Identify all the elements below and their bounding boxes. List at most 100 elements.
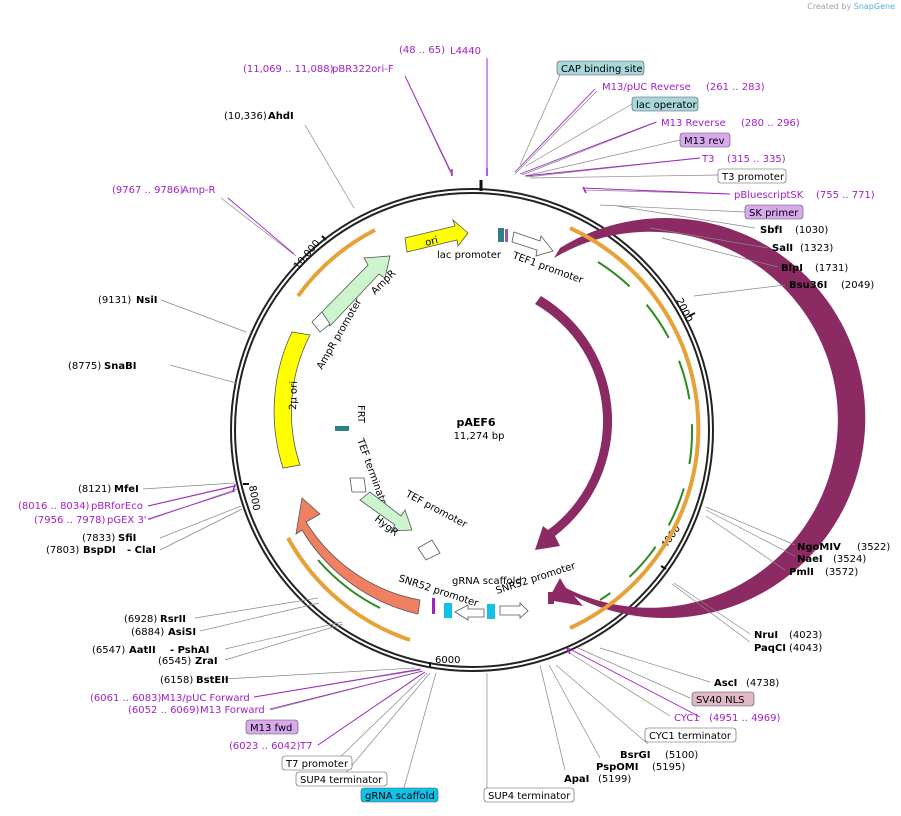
zrai-pos: (6545)	[158, 656, 191, 667]
t7-promoter-box	[281, 755, 353, 771]
grna-scaffold-feature-right	[487, 604, 495, 619]
primer-site-ticks	[232, 168, 587, 655]
ampr-arrow	[317, 255, 391, 327]
sup4-terminator-box-right	[483, 787, 575, 803]
t7-name: T7	[299, 741, 312, 752]
l4440-pos: (48 .. 65)	[399, 45, 445, 56]
m13r-pos: (280 .. 296)	[741, 118, 800, 129]
lac-operator-box-text: lac operator	[636, 100, 697, 111]
snabi-pos: (8775)	[68, 361, 101, 372]
cyc1-terminator-box	[644, 727, 737, 743]
t3-pos: (315 .. 335)	[727, 154, 786, 165]
asci-name: AscI	[714, 678, 737, 689]
nsii-pos: (9131)	[98, 295, 131, 306]
rsrii-name: RsrII	[160, 614, 186, 625]
pmli-pos: (3572)	[825, 567, 858, 578]
blpi-name: BlpI	[781, 263, 803, 274]
aatii-pos: (6547)	[92, 645, 125, 656]
backbone-inner	[234, 192, 710, 668]
paqci-name: PaqCI	[754, 643, 786, 654]
cas9-inner-arrow	[535, 296, 613, 550]
m13pucf-pos: (6061 .. 6083)	[90, 693, 162, 704]
ampr-primer-name: Amp-R	[182, 185, 216, 196]
site-labels: (48 .. 65) L4440 (11,069 .. 11,088) pBR3…	[18, 45, 890, 785]
sbfi-pos: (1030)	[795, 225, 828, 236]
pbr322-name: pBR322ori-F	[332, 64, 394, 75]
m13pucr-pos: (261 .. 283)	[706, 82, 765, 93]
frt-label: FRT	[355, 405, 366, 424]
m13-rev-box	[679, 132, 731, 148]
grna-scaffold-box	[360, 787, 439, 803]
cap-box	[556, 60, 645, 76]
tef1-promoter-label: TEF1 promoter	[510, 250, 585, 286]
tef-promoter-label: TEF promoter	[403, 488, 470, 530]
cyc1-terminator-box-text: CYC1 terminator	[649, 731, 732, 742]
asisi-name: AsiSI	[168, 627, 196, 638]
ampr-promoter-arrow	[311, 311, 331, 333]
lac-promoter-label: lac promoter	[437, 250, 502, 261]
bspdi-pos: (7803)	[46, 545, 79, 556]
snr52-promoter-arrow	[499, 602, 529, 619]
tef-promoter-arrow	[417, 539, 441, 561]
pgex3-pos: (7956 .. 7978)	[34, 515, 106, 526]
hphmx6-arrow	[295, 497, 421, 615]
primer-arc-right	[569, 226, 701, 630]
mfei-name: MfeI	[114, 484, 139, 495]
feature-boxes: CAP binding site lac operator M13 rev T3…	[245, 60, 804, 803]
watermark-prefix: Created by	[807, 2, 852, 11]
m13f-name: M13 Forward	[200, 705, 265, 716]
nrui-name: NruI	[754, 630, 778, 641]
bspdi-extra: - ClaI	[127, 545, 156, 556]
sup4-terminator-box-left	[295, 771, 388, 787]
cas9-inner-label: Cas9	[609, 412, 620, 437]
pbrforeco-pos: (8016 .. 8034)	[18, 501, 90, 512]
lac-operator-box	[631, 96, 699, 112]
ngomiv-pos: (3522)	[857, 542, 890, 553]
bspdi-name: BspDI	[83, 545, 116, 556]
primer-arc-right-green	[597, 261, 694, 601]
grna-scaffold-label: gRNA scaffold	[452, 576, 522, 587]
mfei-pos: (8121)	[78, 484, 111, 495]
plasmid-name: pAEF6	[456, 416, 495, 429]
sali-name: SalI	[772, 243, 793, 254]
primer-arc-bottom-left-green	[317, 559, 381, 609]
ampr-primer-pos: (9767 .. 9786)	[112, 185, 184, 196]
sali-pos: (1323)	[800, 243, 833, 254]
backbone-outer	[230, 188, 714, 672]
m13-feature	[505, 229, 508, 242]
cas9-outer-label: Cas9	[669, 422, 680, 447]
cap-feature	[498, 228, 504, 242]
m13f-pos: (6052 .. 6069)	[128, 705, 200, 716]
apai-pos: (5199)	[598, 774, 631, 785]
ahdi-pos: (10,336)	[224, 111, 267, 122]
cyc1-name: CYC1	[674, 713, 700, 724]
ori-arrow	[404, 218, 469, 253]
nsii-name: NsiI	[136, 295, 157, 306]
tef-terminator-arrow	[349, 477, 367, 493]
sk-primer-box-text: SK primer	[749, 208, 799, 219]
ngomiv-name: NgoMIV	[797, 542, 841, 553]
bsteii-pos: (6158)	[160, 675, 193, 686]
bsu36i-pos: (2049)	[841, 280, 874, 291]
primer-marks	[432, 598, 435, 614]
paqci-pos: (4043)	[789, 643, 822, 654]
tick-10000: 10,000	[292, 238, 323, 272]
sfii-pos: (7833)	[82, 533, 115, 544]
sv40-nls-box-text: SV40 NLS	[696, 695, 745, 706]
primer-arc-bottom-left	[286, 537, 411, 642]
sup4-terminator-box-right-text: SUP4 terminator	[488, 791, 571, 802]
aatii-name: AatII	[129, 645, 156, 656]
2mu-ori-label: 2μ ori	[288, 381, 300, 410]
pgex3-name: pGEX 3'	[107, 515, 147, 526]
t7-promoter-box-text: T7 promoter	[285, 759, 349, 770]
ori-label: ori	[424, 235, 439, 249]
cyc1-pos: (4951 .. 4969)	[709, 713, 781, 724]
t3-promoter-box	[717, 168, 787, 184]
primer-arc-top-left	[296, 228, 376, 298]
hygr-arrow	[359, 491, 413, 532]
sv40-nls-feature	[548, 592, 554, 604]
grna-scaffold-box-text: gRNA scaffold	[365, 791, 435, 802]
ahdi-name: AhdI	[268, 111, 294, 122]
